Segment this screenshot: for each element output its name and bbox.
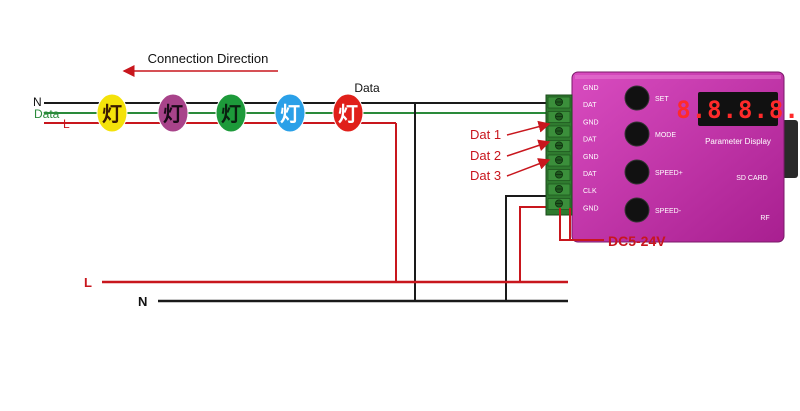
pin-label-2: DAT xyxy=(583,102,597,109)
button-1-label: SET xyxy=(655,96,669,103)
pin-label-1: GND xyxy=(583,85,599,92)
rf-label: RF xyxy=(760,215,769,222)
bus-n-label: N xyxy=(138,294,147,309)
wire-data-label: Data xyxy=(34,107,60,121)
pin-labels: GND DAT GND DAT GND DAT CLK GND xyxy=(583,85,599,212)
bulb-5: 灯 xyxy=(332,93,364,133)
mains-bus: L N xyxy=(84,275,568,309)
pin-label-4: DAT xyxy=(583,137,597,144)
parameter-display-label: Parameter Display xyxy=(705,137,771,146)
pin-label-3: GND xyxy=(583,119,599,126)
power-bracket xyxy=(559,208,604,241)
button-3[interactable] xyxy=(624,159,650,185)
power-n-wire xyxy=(505,195,548,301)
controller: GND DAT GND DAT GND DAT CLK GND SET MODE SPEED+ SP… xyxy=(571,71,800,243)
power-label: DC5-24V xyxy=(608,233,666,249)
bulb-1-glyph: 灯 xyxy=(102,102,122,126)
terminal-block xyxy=(545,94,573,216)
button-4[interactable] xyxy=(624,197,650,223)
bulb-2-body xyxy=(157,93,189,133)
connection-direction-label: Connection Direction xyxy=(148,51,269,66)
parameter-display-screen xyxy=(698,92,778,126)
pin-label-6: DAT xyxy=(583,171,597,178)
pin-label-8: GND xyxy=(583,205,599,212)
button-2-label: MODE xyxy=(655,132,676,139)
button-3-label: SPEED+ xyxy=(655,170,683,177)
bulb-4-glyph: 灯 xyxy=(280,102,300,126)
dat2-label: Dat 2 xyxy=(470,148,501,163)
bulb-2: 灯 xyxy=(157,93,189,133)
controller-buttons: SET MODE SPEED+ SPEED- xyxy=(624,85,683,223)
bulb-3-glyph: 灯 xyxy=(221,102,241,126)
power-callout: DC5-24V xyxy=(559,208,666,249)
pin-label-7: CLK xyxy=(583,188,597,195)
dat1-arrow xyxy=(506,120,551,136)
bus-l-label: L xyxy=(84,275,92,290)
terminal-screws xyxy=(547,96,571,210)
bulb-row: 灯灯灯灯灯 xyxy=(96,93,364,133)
controller-clip xyxy=(782,120,798,178)
bulb-2-glyph: 灯 xyxy=(163,102,183,126)
wire-l-label: L xyxy=(63,117,70,131)
sd-card-label: SD CARD xyxy=(736,175,768,182)
dat1-label: Dat 1 xyxy=(470,127,501,142)
dat-callouts: Dat 1 Dat 2 Dat 3 xyxy=(470,120,551,183)
bus-connections xyxy=(395,103,548,301)
display-digits: 8.8.8.8. xyxy=(676,96,800,124)
connection-direction: Connection Direction xyxy=(122,51,278,77)
dat2-arrow xyxy=(506,139,551,157)
bulb-3: 灯 xyxy=(215,93,247,133)
dat3-label: Dat 3 xyxy=(470,168,501,183)
button-2[interactable] xyxy=(624,121,650,147)
dat3-arrow xyxy=(506,158,551,177)
power-l-wire xyxy=(519,206,548,282)
pin-label-5: GND xyxy=(583,154,599,161)
bulb-5-body xyxy=(332,93,364,133)
button-4-label: SPEED- xyxy=(655,208,682,215)
data-top-label: Data xyxy=(354,81,380,95)
bulb-1-body xyxy=(96,93,128,133)
bulb-1: 灯 xyxy=(96,93,128,133)
bulb-4: 灯 xyxy=(274,93,306,133)
bulb-4-body xyxy=(274,93,306,133)
bulb-3-body xyxy=(215,93,247,133)
button-1[interactable] xyxy=(624,85,650,111)
wire-n-label: N xyxy=(33,95,42,109)
bulb-5-glyph: 灯 xyxy=(338,102,358,126)
